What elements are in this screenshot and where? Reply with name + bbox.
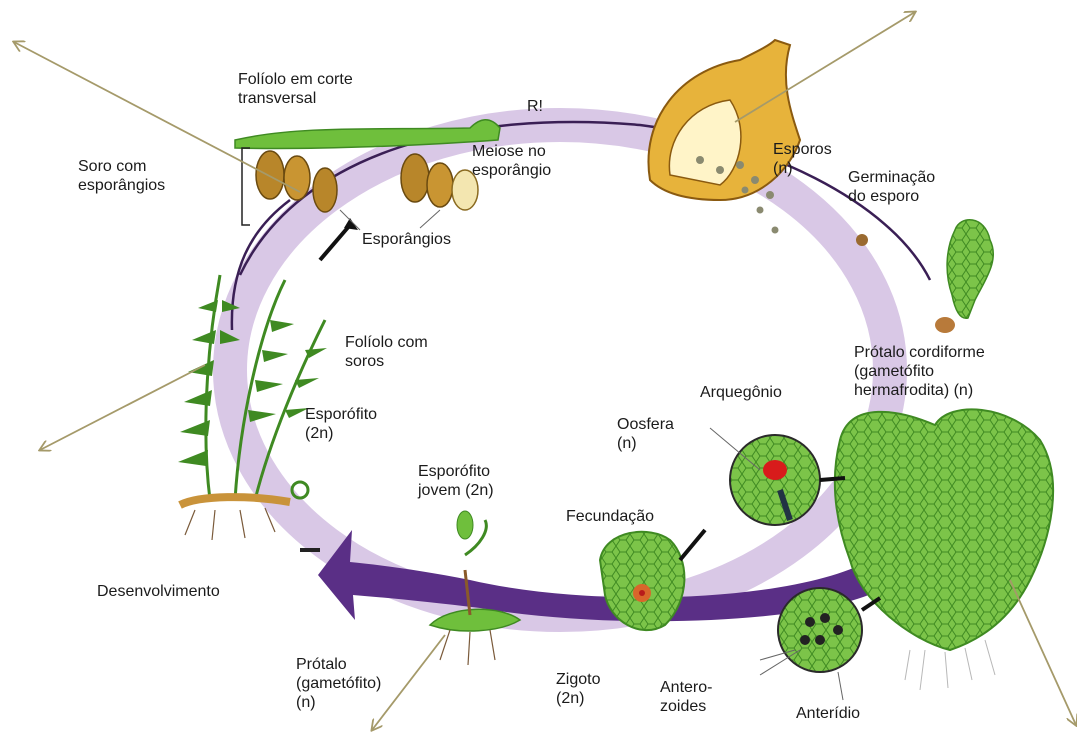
label-prothallus: Prótalo(gametófito)(n): [296, 655, 381, 712]
arrow-to-sporangia: [320, 225, 350, 260]
label-development: Desenvolvimento: [97, 582, 220, 601]
label-oosphere: Oosfera(n): [617, 415, 674, 453]
arrowhead-sporangia: [344, 218, 358, 230]
label-archegonium: Arquegônio: [700, 383, 782, 402]
label-fertilization: Fecundação: [566, 507, 654, 526]
label-spores: Esporos(n): [773, 140, 832, 178]
label-r: R!: [527, 97, 543, 116]
label-sporophyte: Esporófito(2n): [305, 405, 377, 443]
label-antheridium: Anterídio: [796, 704, 860, 723]
antheridium-inset: [778, 588, 880, 672]
heart-shaped-prothallus: [835, 409, 1053, 690]
label-zygote: Zigoto(2n): [556, 670, 600, 708]
label-sporangia: Esporângios: [362, 230, 451, 249]
label-antherozoids: Antero-zoides: [660, 678, 712, 716]
